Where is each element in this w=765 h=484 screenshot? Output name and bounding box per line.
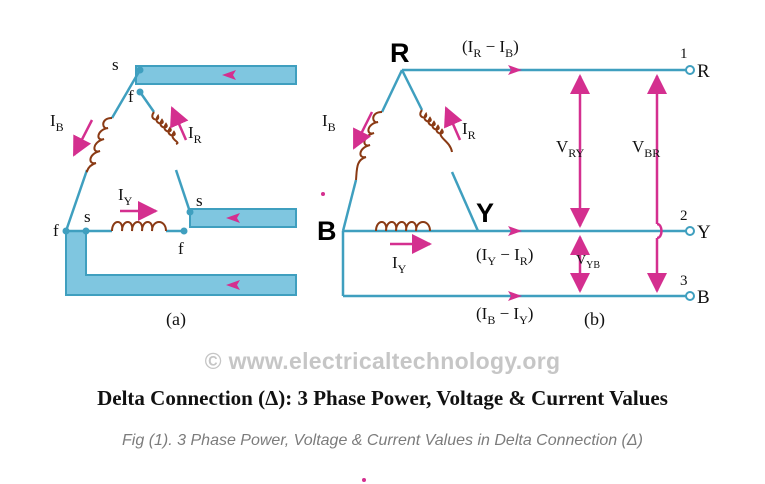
winding-lead-right-upper xyxy=(138,91,156,113)
terminal-letter-y: Y xyxy=(697,222,711,243)
current-arrow-b-b xyxy=(352,111,374,150)
bus-bar-top xyxy=(135,65,297,85)
junction-dot-left-s xyxy=(82,227,90,235)
figure-caption: Fig (1). 3 Phase Power, Voltage & Curren… xyxy=(122,432,643,449)
line-current-label-y: (IY − IR) xyxy=(476,245,533,268)
voltage-arrow-br-hop xyxy=(656,222,663,240)
terminal-number-3: 3 xyxy=(680,273,688,289)
junction-dot-top-s xyxy=(136,66,144,74)
terminal-number-2: 2 xyxy=(680,208,688,224)
stray-dot-top xyxy=(321,192,325,196)
junction-dot-right-f xyxy=(180,227,188,235)
coil-r-a xyxy=(151,111,179,145)
label-s-top: s xyxy=(112,55,119,74)
coil-b-b xyxy=(355,111,383,181)
coil-label-r-b: IR xyxy=(462,119,476,142)
winding-lead-right-upper-b xyxy=(400,69,424,111)
coil-y-b xyxy=(375,221,431,232)
winding-lead-right-lower-b xyxy=(450,171,480,232)
voltage-label-br: VBR xyxy=(632,137,660,160)
main-title: Delta Connection (Δ): 3 Phase Power, Vol… xyxy=(97,386,668,410)
winding-lead-left-lower xyxy=(64,169,89,232)
coil-r-b xyxy=(419,109,453,153)
coil-b-a xyxy=(85,117,113,173)
line-current-label-b: (IB − IY) xyxy=(476,304,533,327)
junction-dot-left-f xyxy=(62,227,70,235)
winding-lead-left-lower-b xyxy=(341,179,358,232)
coil-label-r-a: IR xyxy=(188,123,202,146)
label-f-left: f xyxy=(53,221,59,240)
bus-arrow-top xyxy=(222,70,236,80)
label-s-left: s xyxy=(84,207,91,226)
terminal-number-1: 1 xyxy=(680,46,688,62)
voltage-label-ry: VRY xyxy=(556,137,585,160)
label-f-top: f xyxy=(128,87,134,106)
label-s-right: s xyxy=(196,191,203,210)
bus-bar-middle xyxy=(189,208,297,228)
coil-label-y-b: IY xyxy=(392,253,407,276)
line-arrow-b xyxy=(508,291,522,301)
coil-label-y-a: IY xyxy=(118,185,133,208)
coil-y-a xyxy=(111,221,167,232)
winding-lead-right-lower xyxy=(174,169,192,213)
caption-b: (b) xyxy=(584,309,605,330)
current-arrow-r-b xyxy=(444,106,463,141)
coil-label-b-a: IB xyxy=(50,111,64,134)
winding-lead-left-upper-b xyxy=(380,69,404,113)
terminal-y xyxy=(685,226,695,236)
line-arrow-r xyxy=(508,65,522,75)
bus-arrow-middle xyxy=(226,213,240,223)
terminal-b xyxy=(685,291,695,301)
current-arrow-b-a xyxy=(72,119,94,157)
junction-dot-top-f xyxy=(136,88,144,96)
terminal-r xyxy=(685,65,695,75)
junction-dot-right-s xyxy=(186,208,194,216)
coil-label-b-b: IB xyxy=(322,111,336,134)
node-label-y: Y xyxy=(476,198,494,228)
label-f-bottom: f xyxy=(178,239,184,258)
line-current-label-r: (IR − IB) xyxy=(462,37,519,60)
terminal-letter-r: R xyxy=(697,61,710,82)
caption-a: (a) xyxy=(166,309,186,330)
current-arrow-r-a xyxy=(170,106,189,141)
line-arrow-y xyxy=(508,226,522,236)
diagram-b: R Y B IB IR IY (IR − IB) (IY − IR) (IB −… xyxy=(317,37,711,330)
terminal-letter-b: B xyxy=(697,287,710,308)
bus-arrow-bottom xyxy=(226,280,240,290)
watermark: © www.electricaltechnology.org xyxy=(204,348,561,374)
node-label-b: B xyxy=(317,216,337,246)
voltage-label-yb: VYB xyxy=(576,253,600,271)
node-label-r: R xyxy=(390,38,410,68)
stray-dot-bottom xyxy=(362,478,366,482)
diagram-a: s f f s s f IB IR IY (a) xyxy=(50,55,297,330)
winding-lead-left-upper xyxy=(110,69,142,119)
